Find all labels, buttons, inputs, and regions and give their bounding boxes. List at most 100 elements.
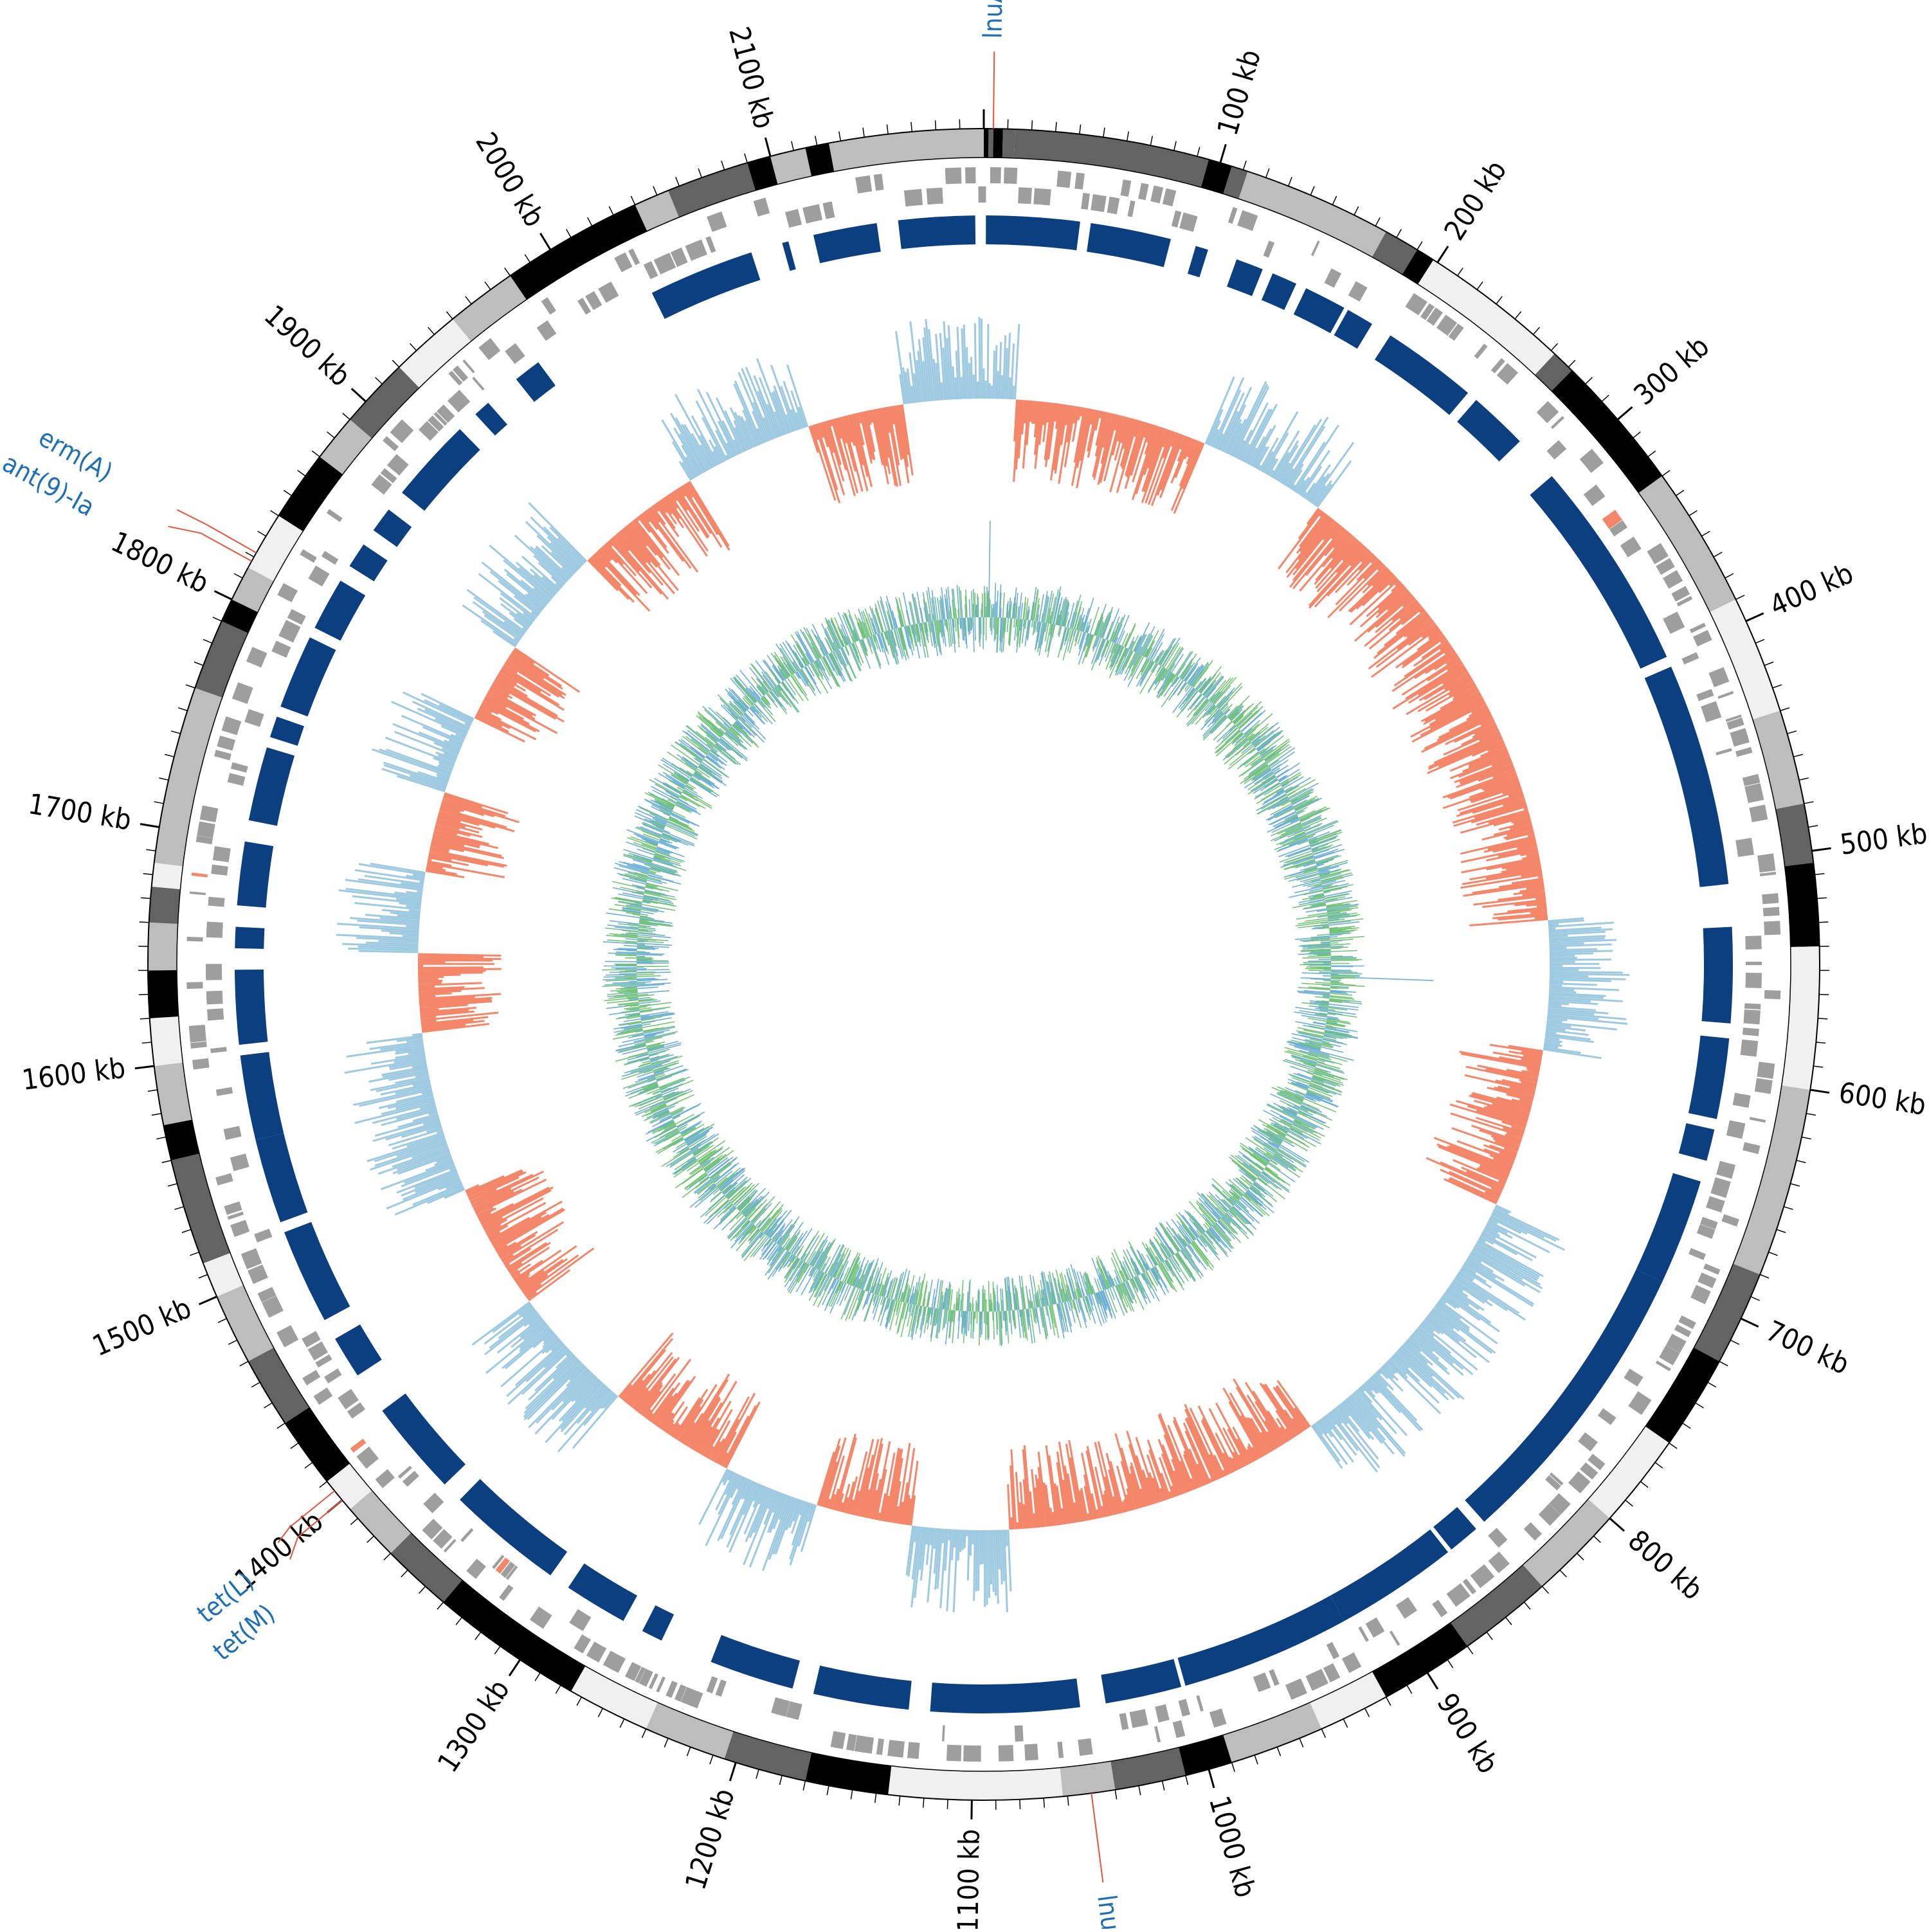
gene-label-leader xyxy=(1099,1850,1103,1882)
feature-box xyxy=(978,186,984,203)
coverage-block xyxy=(350,545,388,582)
tick-label: 1100 kb xyxy=(952,1828,986,1929)
feature-box xyxy=(1745,973,1761,988)
tick-mark xyxy=(1127,131,1129,141)
feature-box xyxy=(1269,1669,1280,1686)
feature-box xyxy=(927,188,943,205)
feature-box xyxy=(1708,667,1729,687)
ideogram-band xyxy=(1238,172,1386,257)
feature-box xyxy=(254,1229,272,1242)
tick-mark xyxy=(1067,1796,1069,1805)
tick-mark xyxy=(1397,229,1401,237)
tick-mark xyxy=(676,177,679,186)
tick-mark xyxy=(1586,377,1593,384)
feature-box xyxy=(1138,183,1149,200)
tick-mark xyxy=(803,1781,805,1791)
coverage-block xyxy=(475,402,507,435)
tick-mark xyxy=(1577,1553,1584,1560)
feature-box xyxy=(448,390,470,412)
feature-box xyxy=(1057,1742,1064,1758)
coverage-block xyxy=(1101,1659,1181,1703)
tick-mark xyxy=(756,1769,759,1778)
feature-box xyxy=(244,709,264,727)
tick-mark xyxy=(376,377,383,384)
feature-box xyxy=(1745,935,1762,950)
tick-mark xyxy=(1174,141,1176,150)
ideogram-band xyxy=(829,129,984,172)
ideogram-band xyxy=(1523,1499,1609,1587)
ideogram-band xyxy=(1002,129,1015,158)
feature-box xyxy=(1598,1408,1617,1425)
feature-box xyxy=(887,1740,905,1758)
tick-mark xyxy=(631,196,635,205)
feature-box xyxy=(1551,416,1564,429)
feature-box xyxy=(603,1650,626,1673)
feature-box xyxy=(222,716,242,735)
tick-label: 2100 kb xyxy=(722,23,781,132)
ideogram-band xyxy=(1710,599,1780,719)
feature-box xyxy=(942,1725,945,1741)
feature-box xyxy=(707,1676,718,1693)
tick-mark xyxy=(1447,1660,1453,1668)
feature-box xyxy=(466,1558,486,1578)
feature-box xyxy=(569,1609,591,1631)
tick-mark xyxy=(1487,1632,1492,1639)
tick-mark xyxy=(1725,573,1734,578)
tick-mark xyxy=(1103,128,1105,138)
feature-box xyxy=(187,937,203,941)
tick-mark xyxy=(1186,1776,1188,1785)
feature-box xyxy=(1471,1564,1495,1588)
feature-box xyxy=(302,1370,320,1386)
tick-mark xyxy=(1524,1602,1530,1609)
feature-box xyxy=(666,1681,678,1698)
feature-box xyxy=(1107,197,1120,214)
tick-label: 800 kb xyxy=(1622,1524,1709,1606)
feature-box xyxy=(1760,872,1776,876)
tick-mark xyxy=(1818,922,1828,923)
tick-mark xyxy=(1689,510,1698,516)
feature-box xyxy=(390,419,414,443)
feature-box xyxy=(822,201,835,219)
tick-mark xyxy=(186,685,195,688)
tick-mark xyxy=(839,131,841,141)
tick-mark xyxy=(392,360,399,367)
ideogram-band xyxy=(285,1407,350,1481)
feature-box xyxy=(186,982,203,989)
feature-box xyxy=(785,209,802,228)
coverage-block xyxy=(1457,400,1520,462)
tick-mark xyxy=(367,1536,374,1542)
feature-box xyxy=(1033,188,1051,206)
tick-mark xyxy=(1802,1137,1811,1139)
feature-box xyxy=(230,1220,249,1237)
feature-box xyxy=(190,1042,207,1049)
tick-mark xyxy=(140,922,149,923)
coverage-block xyxy=(898,215,976,249)
gc-content-low-trace xyxy=(602,586,1364,1346)
tick-mark xyxy=(428,327,435,334)
tick-mark xyxy=(168,1184,177,1186)
tick-mark xyxy=(494,1646,500,1654)
feature-box xyxy=(1432,1600,1447,1617)
tick-mark xyxy=(1736,595,1744,600)
ideogram-band xyxy=(149,887,181,924)
tick-mark xyxy=(792,141,793,150)
tick-mark xyxy=(1755,640,1764,644)
gc-content-ring xyxy=(602,521,1433,1346)
tick-mark xyxy=(1655,1463,1663,1468)
tick-mark xyxy=(218,1319,227,1323)
tick-mark xyxy=(887,125,888,134)
tick-mark xyxy=(1407,1685,1412,1693)
tick-mark xyxy=(1496,296,1502,304)
tick-mark xyxy=(1787,731,1796,734)
tick-mark xyxy=(609,206,613,215)
tick-mark xyxy=(271,510,279,516)
coverage-block xyxy=(1188,246,1208,278)
feature-box xyxy=(984,186,986,203)
tick-label: 1700 kb xyxy=(26,788,134,837)
tick-label: 100 kb xyxy=(1211,46,1267,139)
coverage-block xyxy=(235,927,264,949)
tick-mark xyxy=(1506,1618,1512,1625)
feature-box xyxy=(1743,1142,1760,1153)
ideogram-band xyxy=(163,1120,199,1160)
feature-box xyxy=(210,1047,227,1053)
